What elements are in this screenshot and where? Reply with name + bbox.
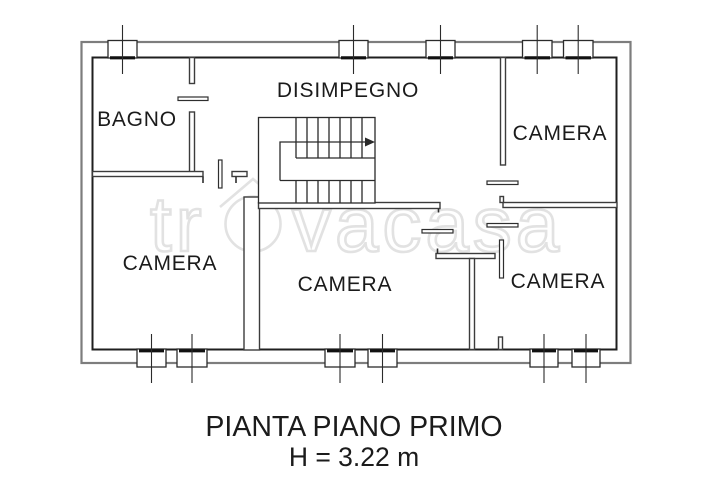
wall-jamb-tick-right	[499, 195, 505, 204]
window-icon	[107, 25, 138, 74]
window-icon	[324, 334, 356, 383]
window-icon	[338, 25, 369, 74]
window-icon	[562, 25, 594, 74]
wall-camera-left-top-stub	[231, 170, 248, 178]
door-leaf-camera-bottom-right	[498, 239, 505, 279]
wall-bagno-right-lower	[188, 111, 196, 175]
room-label-camera-bottom-right: CAMERA	[511, 270, 606, 293]
door-leaf-camera-top-right	[486, 180, 519, 186]
room-label-camera-left: CAMERA	[123, 252, 218, 275]
wall-camera-middle-right	[468, 257, 476, 351]
wall-right-rooms-divider	[502, 201, 618, 209]
plan-title: PIANTA PIANO PRIMO	[205, 411, 502, 443]
window-icon	[136, 334, 167, 383]
wall-bottom-jamb-stub	[497, 336, 504, 351]
wall-bagno-bottom	[91, 170, 204, 178]
door-leaf-bagno	[177, 96, 209, 102]
interior-walls	[91, 56, 618, 351]
windows-top	[107, 25, 594, 74]
room-label-camera-middle: CAMERA	[298, 273, 393, 296]
wall-thick-left-middle	[243, 196, 261, 351]
watermark-text-left: tr	[150, 180, 206, 268]
room-label-disimpegno: DISIMPEGNO	[277, 79, 419, 102]
door-leaf-camera-left	[217, 159, 223, 189]
wall-end-ticks	[202, 176, 440, 254]
window-icon	[521, 25, 553, 74]
plan-height-note: H = 3.22 m	[289, 442, 419, 472]
window-icon	[367, 334, 398, 383]
staircase	[257, 116, 376, 204]
room-labels: BAGNO DISIMPEGNO CAMERA CAMERA CAMERA CA…	[97, 79, 608, 296]
wall-lobby	[435, 252, 496, 260]
door-leaf-camera-middle	[421, 228, 454, 234]
door-leaves	[177, 96, 519, 279]
wall-camera-top-right-left	[499, 56, 507, 166]
room-label-camera-top-right: CAMERA	[513, 122, 608, 145]
door-leaf-lobby-right	[486, 222, 519, 228]
window-icon	[176, 334, 208, 383]
room-label-bagno: BAGNO	[97, 108, 177, 131]
windows-bottom	[136, 334, 601, 383]
window-icon	[529, 334, 559, 383]
caption: PIANTA PIANO PRIMO H = 3.22 m	[205, 411, 502, 472]
window-icon	[571, 334, 601, 383]
window-icon	[425, 25, 456, 74]
stair-direction-arrow-icon	[365, 137, 375, 147]
wall-bagno-right-upper	[188, 56, 196, 85]
